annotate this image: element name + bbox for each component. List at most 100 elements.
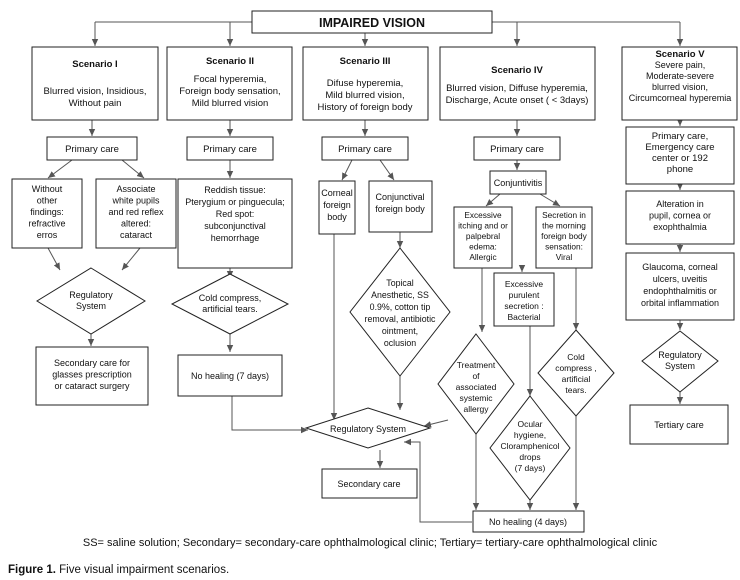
conjunctival-foreign-body-box xyxy=(368,180,433,233)
pc5-text: phone xyxy=(667,164,693,175)
s4-allergic-text: palpebral xyxy=(466,231,500,241)
scenario-4-line: Blurred vision, Diffuse hyperemia, xyxy=(446,83,588,94)
s1-regulatory-text: System xyxy=(76,301,106,311)
scenario-2-line: Focal hyperemia, xyxy=(194,74,267,85)
scenario-2-heading: Scenario II xyxy=(206,56,254,67)
title-text: IMPAIRED VISION xyxy=(319,16,425,30)
s1-without-text: Without xyxy=(32,184,63,194)
s2-cold-text: Cold compress, xyxy=(199,293,262,303)
cold-compress-s4-diamond xyxy=(537,329,615,417)
scenario-1-box xyxy=(31,46,159,121)
s1-secondary-text: or cataract surgery xyxy=(54,381,130,391)
s4-viral-text: sensation: xyxy=(545,242,583,252)
s3-corneal-text: Corneal xyxy=(321,188,353,198)
s5-tertiary-text: Tertiary care xyxy=(654,420,704,430)
s4-viral-text: foreign body xyxy=(541,231,588,241)
s4-bacterial-text: secretion : xyxy=(504,301,543,311)
regulatory-center-text: Regulatory System xyxy=(330,424,406,434)
s4-treatment-text: systemic xyxy=(459,393,493,403)
scenario-5-box xyxy=(621,46,738,121)
s5-glaucoma-text: orbital inflammation xyxy=(641,298,719,308)
s5-glaucoma-text: Glaucoma, corneal xyxy=(642,262,718,272)
primary-care-2-box xyxy=(186,136,274,161)
ocular-hygiene-diamond xyxy=(489,395,571,501)
s4-cold-text: compress , xyxy=(555,363,597,373)
secondary-care-glasses-box xyxy=(35,346,149,406)
alteration-box xyxy=(625,190,735,245)
scenario-2-line: Mild blurred vision xyxy=(192,98,269,109)
no-healing-7-box xyxy=(177,354,283,397)
s4-allergic-text: Excessive xyxy=(464,210,502,220)
regulatory-system-1-diamond xyxy=(36,267,146,335)
s2-nohealing-text: No healing (7 days) xyxy=(191,371,269,381)
s2-reddish-text: hemorrhage xyxy=(211,233,260,243)
s4-ocular-text: hygiene, xyxy=(514,430,546,440)
s4-ocular-text: Cloramphenicol xyxy=(500,441,559,451)
s1-without-text: erros xyxy=(37,230,58,240)
scenario-1-line: Without pain xyxy=(69,98,122,109)
s4-conjuntivitis-text: Conjuntivitis xyxy=(494,178,543,188)
s4-treatment-text: of xyxy=(472,371,480,381)
pc3-text: Primary care xyxy=(338,144,392,155)
treatment-allergy-diamond xyxy=(437,333,515,435)
s4-cold-text: artificial xyxy=(562,374,591,384)
pc2-text: Primary care xyxy=(203,144,257,155)
scenario-3-line: History of foreign body xyxy=(317,102,412,113)
topical-anesthetic-diamond xyxy=(349,247,451,377)
s5-regulatory-text: Regulatory xyxy=(658,350,702,360)
s4-bacterial-text: Bacterial xyxy=(507,312,540,322)
s5-regulatory-text: System xyxy=(665,361,695,371)
decision-nodes xyxy=(11,126,735,533)
reddish-tissue-box xyxy=(177,178,293,269)
s4-viral-text: Secretion in xyxy=(542,210,586,220)
regulatory-system-center-diamond xyxy=(304,407,432,449)
scenario-1-heading: Scenario I xyxy=(72,59,117,70)
s4-bacterial-text: purulent xyxy=(509,290,540,300)
s4-allergic-text: edema: xyxy=(469,242,497,252)
scenario-5-heading: Scenario V xyxy=(655,49,705,60)
scenario-4-box xyxy=(439,46,596,121)
allergic-box xyxy=(453,206,513,269)
s4-ocular-text: drops xyxy=(519,452,540,462)
title-box xyxy=(251,10,493,34)
pc1-text: Primary care xyxy=(65,144,119,155)
s2-cold-text: artificial tears. xyxy=(202,304,258,314)
s2-reddish-text: Red spot: xyxy=(216,209,255,219)
s1-associate-text: white pupils xyxy=(111,196,160,206)
s5-alteration-text: exophthalmia xyxy=(653,222,707,232)
s4-allergic-text: Allergic xyxy=(469,252,496,262)
scenario-3-heading: Scenario III xyxy=(340,56,391,67)
s3-topical-text: ointment, xyxy=(382,326,418,336)
s3-topical-text: removal, antibiotic xyxy=(365,314,436,324)
primary-care-1-box xyxy=(46,136,138,161)
s1-without-text: refractive xyxy=(28,219,65,229)
figure-label: Figure 1. xyxy=(8,564,56,576)
secondary-care-text: Secondary care xyxy=(337,479,400,489)
s4-allergic-text: itching and or xyxy=(458,221,508,231)
scenario-3-line: Difuse hyperemia, xyxy=(327,78,404,89)
scenario-5-line: Severe pain, xyxy=(655,60,706,70)
s5-alteration-text: Alteration in xyxy=(656,199,704,209)
scenario-boxes xyxy=(31,46,738,121)
viral-box xyxy=(535,206,593,269)
no-healing-4-box xyxy=(472,510,585,533)
s4-treatment-text: associated xyxy=(456,382,497,392)
s3-topical-text: oclusion xyxy=(384,338,416,348)
s1-associate-text: cataract xyxy=(120,230,153,240)
s4-ocular-text: Ocular xyxy=(517,419,542,429)
s4-viral-text: the morning xyxy=(542,221,586,231)
figure-caption: Figure 1. Five visual impairment scenari… xyxy=(8,564,229,576)
conjuntivitis-box xyxy=(489,170,547,195)
s5-glaucoma-text: ulcers, uveitis xyxy=(653,274,708,284)
regulatory-system-5-diamond xyxy=(641,330,719,393)
secondary-care-box xyxy=(321,468,418,499)
pc4-text: Primary care xyxy=(490,144,544,155)
tertiary-care-box xyxy=(629,404,729,445)
s4-bacterial-text: Excessive xyxy=(505,279,544,289)
corneal-foreign-body-box xyxy=(318,180,356,235)
s5-alteration-text: pupil, cornea or xyxy=(649,211,711,221)
s3-conjunctival-text: Conjunctival xyxy=(375,192,424,202)
s1-regulatory-text: Regulatory xyxy=(69,290,113,300)
s5-glaucoma-text: endophthalmitis or xyxy=(643,286,717,296)
